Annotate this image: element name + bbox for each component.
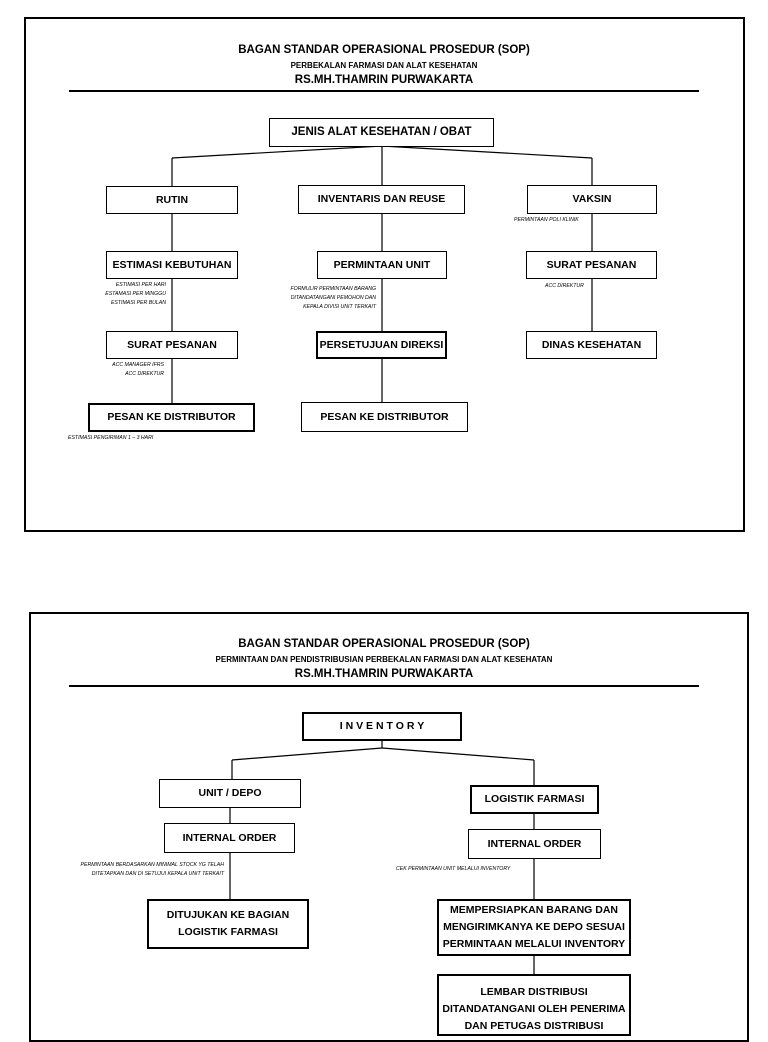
cek-permintaan-note: CEK PERMINTAAN UNIT MELALUI INVENTORY xyxy=(396,866,511,872)
sop1-hospital: RS.MH.THAMRIN PURWAKARTA xyxy=(294,74,474,86)
pesan-distributor-rutin-box: PESAN KE DISTRIBUTOR xyxy=(88,403,255,432)
estimasi-note: ESTIMASI PER HARI ESTAMASI PER MINGGU ES… xyxy=(105,282,166,306)
surat-pesanan-vaksin-box: SURAT PESANAN xyxy=(526,251,657,279)
sop1-root-box: JENIS ALAT KESEHATAN / OBAT xyxy=(269,118,494,147)
permintaan-poli-note: PERMINTAAN POLI KLINIK xyxy=(514,217,579,223)
formulir-note: FORMULIR PERMINTAAN BARANG DITANDATANGAN… xyxy=(290,286,376,310)
unit-depo-box: UNIT / DEPO xyxy=(159,779,301,808)
surat-pesanan-box: SURAT PESANAN xyxy=(106,331,238,359)
permintaan-minimal-stock-note: PERMINTAAN BERDASARKAN MINIMAL STOCK YG … xyxy=(80,862,224,877)
internal-order-unit-box: INTERNAL ORDER xyxy=(164,823,295,853)
sop2-hospital: RS.MH.THAMRIN PURWAKARTA xyxy=(294,668,474,680)
sop2-divider xyxy=(69,685,699,687)
internal-order-logistik-box: INTERNAL ORDER xyxy=(468,829,601,859)
logistik-farmasi-box: LOGISTIK FARMASI xyxy=(470,785,599,814)
inventory-box: I N V E N T O R Y xyxy=(302,712,462,741)
estimasi-pengiriman-note: ESTIMASI PENGIRIMAN 1 – 3 HARI xyxy=(68,435,154,441)
dinas-kesehatan-box: DINAS KESEHATAN xyxy=(526,331,657,359)
sop2-subtitle: PERMINTAAN DAN PENDISTRIBUSIAN PERBEKALA… xyxy=(215,655,553,664)
mempersiapkan-barang-box: MEMPERSIAPKAN BARANG DAN MENGIRIMKANYA K… xyxy=(437,899,631,956)
vaksin-box: VAKSIN xyxy=(527,185,657,214)
acc-manager-note: ACC MANAGER IFRS ACC DIREKTUR xyxy=(112,362,164,377)
sop1-divider xyxy=(69,90,699,92)
estimasi-kebutuhan-box: ESTIMASI KEBUTUHAN xyxy=(106,251,238,279)
acc-direktur-note: ACC DIREKTUR xyxy=(545,283,584,289)
pesan-distributor-inventaris-box: PESAN KE DISTRIBUTOR xyxy=(301,402,468,432)
sop2-title: BAGAN STANDAR OPERASIONAL PROSEDUR (SOP) xyxy=(238,638,530,650)
sop1-frame xyxy=(24,17,745,532)
inventaris-box: INVENTARIS DAN REUSE xyxy=(298,185,465,214)
rutin-box: RUTIN xyxy=(106,186,238,214)
sop1-subtitle: PERBEKALAN FARMASI DAN ALAT KESEHATAN xyxy=(290,61,478,70)
sop1-title: BAGAN STANDAR OPERASIONAL PROSEDUR (SOP) xyxy=(238,44,530,56)
ditujukan-logistik-box: DITUJUKAN KE BAGIAN LOGISTIK FARMASI xyxy=(147,899,309,949)
persetujuan-direksi-box: PERSETUJUAN DIREKSI xyxy=(316,331,447,359)
permintaan-unit-box: PERMINTAAN UNIT xyxy=(317,251,447,279)
lembar-distribusi-box: LEMBAR DISTRIBUSI DITANDATANGANI OLEH PE… xyxy=(437,974,631,1036)
